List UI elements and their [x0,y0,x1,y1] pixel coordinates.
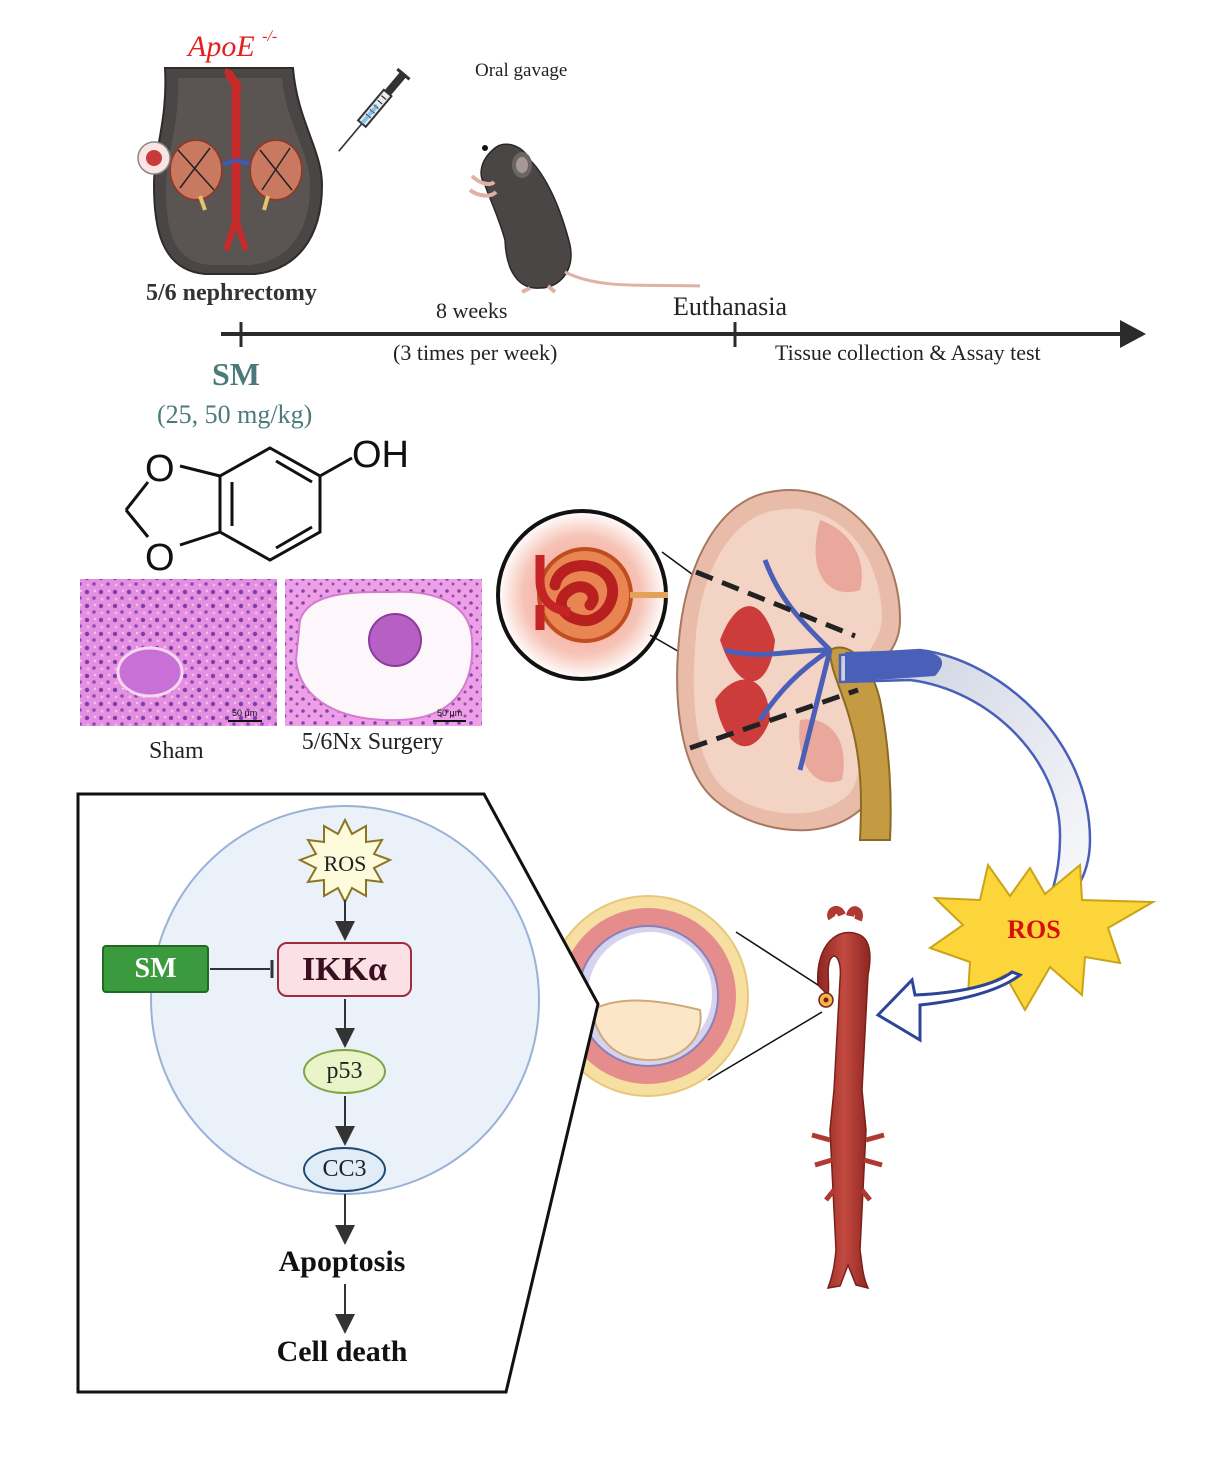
histology-nephrectomy [285,579,482,726]
cell-death-label: Cell death [276,1335,408,1368]
atom-oxygen-1: O [145,448,175,490]
ikk-alpha-box: IKKα [277,942,412,997]
endpoint-label: Euthanasia [673,292,788,321]
apoptosis-label: Apoptosis [278,1245,406,1278]
surgery-label: 5/6 nephrectomy [146,280,317,306]
glomerulus-zoom-illustration [496,509,703,681]
compound-dose: (25, 50 mg/kg) [157,400,313,429]
chemical-structure [124,446,353,562]
strain-label: ApoE -/- [188,28,278,64]
histology-sham [80,579,277,726]
sm-inhibitor-box: SM [102,945,209,993]
ros-to-aorta-arrow [875,970,1024,1043]
artery-cross-section [547,895,749,1097]
nephrectomy-label: 5/6Nx Surgery [301,729,444,755]
kidney-illustration [676,489,902,841]
tissue-collection-label: Tissue collection & Assay test [775,340,1041,365]
atom-oxygen-2: O [145,537,175,579]
timeline-axis [221,320,1146,348]
scale-bar-label-sham: 50 μm [232,708,258,718]
scale-bar-label-nx: 50 μm [437,708,463,718]
mouse-abdomen-illustration [137,67,324,275]
compound-name: SM [212,356,260,392]
syringe-icon [338,67,488,152]
gavage-label: Oral gavage [475,60,568,81]
strain-genotype: -/- [262,28,278,45]
systemic-ros-label: ROS [1007,915,1061,944]
sham-label: Sham [149,738,204,764]
aorta-illustration [707,906,885,1290]
strain-name: ApoE [188,30,255,63]
duration-label: 8 weeks [436,298,508,323]
ros-starburst-systemic [927,862,1157,1013]
cc3-node: CC3 [303,1147,386,1192]
p53-node: p53 [303,1049,386,1094]
frequency-label: (3 times per week) [393,340,558,365]
hydroxyl-group: OH [352,434,409,476]
ros-node: ROS [323,851,367,876]
mouse-illustration [468,143,701,294]
